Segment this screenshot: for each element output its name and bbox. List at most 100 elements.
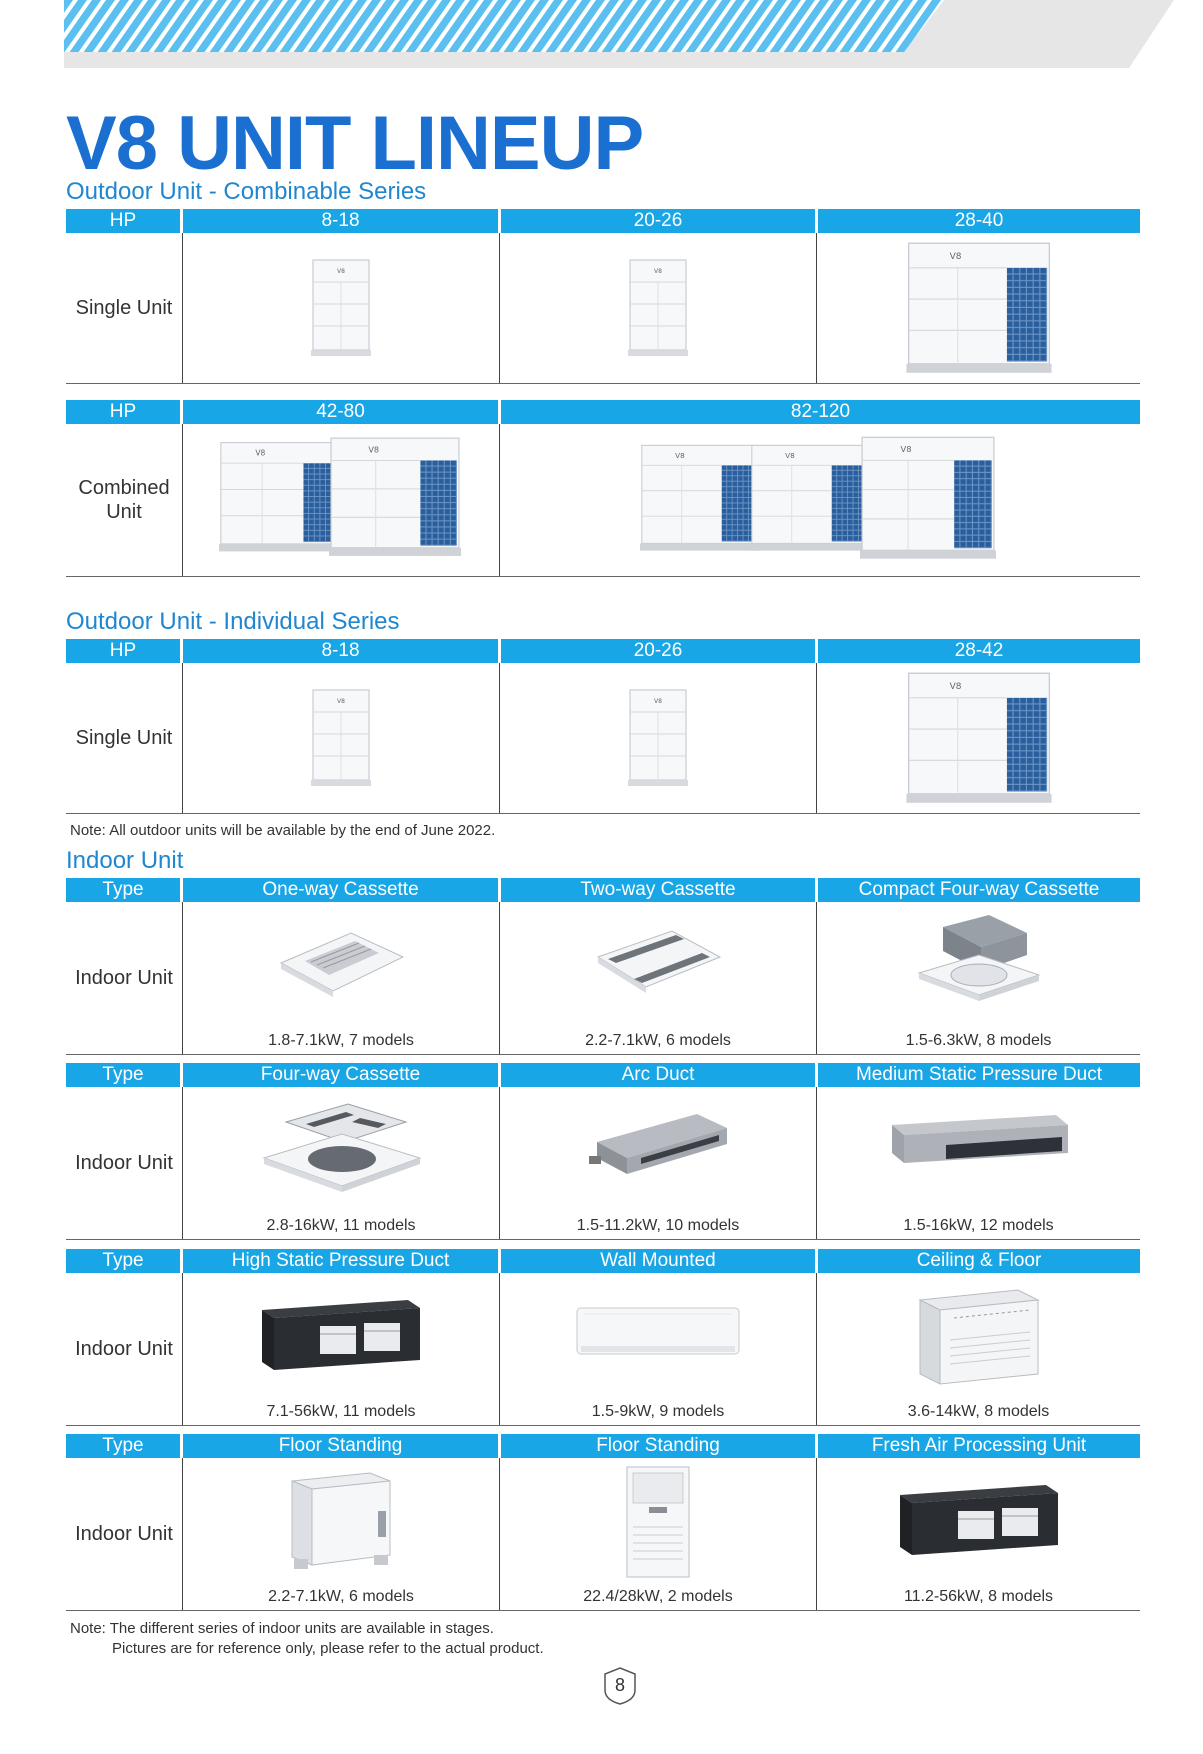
row-label-line: Unit xyxy=(106,501,142,523)
floor-standing-cabinet-image xyxy=(626,1466,690,1578)
medium-static-pressure-duct-image xyxy=(891,1115,1068,1163)
header-type: Type xyxy=(66,1063,180,1087)
one-way-cassette-image xyxy=(279,932,405,997)
page-number-badge: 8 xyxy=(602,1666,638,1706)
header-hp-range: 20-26 xyxy=(501,639,815,663)
combinable-table-single: HP 8-18 20-26 28-40 Single Unit xyxy=(66,209,1140,384)
product-image-cell xyxy=(499,424,1140,576)
header-indoor-type: Floor Standing xyxy=(501,1434,815,1458)
product-image-cell: 22.4/28kW, 2 models xyxy=(499,1458,816,1610)
spec-caption: 1.5-9kW, 9 models xyxy=(591,1403,725,1420)
row-label: Indoor Unit xyxy=(75,967,173,989)
product-image-cell xyxy=(499,233,816,383)
header-hp-range: 42-80 xyxy=(183,400,498,424)
header-hp-range: 82-120 xyxy=(501,400,1140,424)
header-indoor-type: Arc Duct xyxy=(501,1063,815,1087)
product-image-cell: 3.6-14kW, 8 models xyxy=(816,1273,1140,1425)
compact-four-way-cassette-image xyxy=(916,915,1041,1001)
page-number: 8 xyxy=(614,1675,625,1695)
header-indoor-type: Two-way Cassette xyxy=(501,878,815,902)
spec-caption: 1.8-7.1kW, 7 models xyxy=(268,1032,414,1049)
section-title-combinable: Outdoor Unit - Combinable Series xyxy=(66,178,427,205)
spec-caption: 1.5-11.2kW, 10 models xyxy=(576,1217,740,1234)
indoor-note-line: Note: The different series of indoor uni… xyxy=(70,1620,494,1637)
product-image-cell xyxy=(816,663,1140,813)
spec-caption: 11.2-56kW, 8 models xyxy=(903,1588,1054,1605)
header-type: Type xyxy=(66,878,180,902)
header-hp: HP xyxy=(66,209,180,233)
outdoor-note: Note: All outdoor units will be availabl… xyxy=(70,822,496,839)
product-image-cell xyxy=(182,233,499,383)
four-way-cassette-image xyxy=(262,1103,422,1192)
product-image-cell xyxy=(182,663,499,813)
section-title-individual: Outdoor Unit - Individual Series xyxy=(66,608,400,635)
spec-caption: 22.4/28kW, 2 models xyxy=(583,1588,733,1605)
product-image-cell xyxy=(816,233,1140,383)
header-type: Type xyxy=(66,1249,180,1273)
header-indoor-type: Fresh Air Processing Unit xyxy=(818,1434,1140,1458)
product-image-cell: 1.5-11.2kW, 10 models xyxy=(499,1087,816,1239)
header-hp: HP xyxy=(66,639,180,663)
row-label: Single Unit xyxy=(75,727,173,749)
indoor-table-row: Type Floor Standing Floor Standing Fresh… xyxy=(66,1434,1140,1611)
product-image-cell: 1.5-6.3kW, 8 models xyxy=(816,902,1140,1054)
product-image-cell: 2.2-7.1kW, 6 models xyxy=(182,1458,499,1610)
product-image-cell: 7.1-56kW, 11 models xyxy=(182,1273,499,1425)
header-indoor-type: Compact Four-way Cassette xyxy=(818,878,1140,902)
header-indoor-type: Floor Standing xyxy=(183,1434,498,1458)
header-banner xyxy=(64,0,1174,68)
wall-mounted-image xyxy=(576,1307,740,1355)
spec-caption: 1.5-6.3kW, 8 models xyxy=(905,1032,1052,1049)
row-label: Indoor Unit xyxy=(75,1523,173,1545)
spec-caption: 2.8-16kW, 11 models xyxy=(266,1217,416,1234)
outdoor-unit-image xyxy=(311,688,371,788)
arc-duct-image xyxy=(589,1114,727,1174)
spec-caption: 7.1-56kW, 11 models xyxy=(266,1403,416,1420)
floor-standing-console-image xyxy=(291,1472,391,1569)
product-image-cell: 11.2-56kW, 8 models xyxy=(816,1458,1140,1610)
product-image-cell: 1.5-9kW, 9 models xyxy=(499,1273,816,1425)
header-hp-range: 28-42 xyxy=(818,639,1140,663)
product-image-cell: 2.2-7.1kW, 6 models xyxy=(499,902,816,1054)
header-hp-range: 8-18 xyxy=(183,639,498,663)
indoor-table-row: Type One-way Cassette Two-way Cassette C… xyxy=(66,878,1140,1055)
header-indoor-type: Ceiling & Floor xyxy=(818,1249,1140,1273)
outdoor-unit-image xyxy=(906,671,1052,805)
indoor-table-row: Type Four-way Cassette Arc Duct Medium S… xyxy=(66,1063,1140,1240)
product-image-cell: 1.5-16kW, 12 models xyxy=(816,1087,1140,1239)
row-label: Single Unit xyxy=(75,297,173,319)
two-way-cassette-image xyxy=(596,930,722,993)
combinable-table-combined: HP 42-80 82-120 Combined Unit xyxy=(66,400,1140,577)
product-image-cell: 2.8-16kW, 11 models xyxy=(182,1087,499,1239)
spec-caption: 1.5-16kW, 12 models xyxy=(903,1217,1054,1234)
outdoor-unit-image xyxy=(618,258,698,358)
header-hp: HP xyxy=(66,400,180,424)
header-hp-range: 20-26 xyxy=(501,209,815,233)
spec-caption: 2.2-7.1kW, 6 models xyxy=(585,1032,731,1049)
outdoor-unit-image xyxy=(311,258,371,358)
indoor-note-line: Pictures are for reference only, please … xyxy=(112,1640,544,1657)
header-indoor-type: One-way Cassette xyxy=(183,878,498,902)
product-image-cell: 1.8-7.1kW, 7 models xyxy=(182,902,499,1054)
header-hp-range: 8-18 xyxy=(183,209,498,233)
indoor-note: Note: The different series of indoor uni… xyxy=(70,1619,544,1659)
page-title: V8 UNIT LINEUP xyxy=(66,101,644,186)
header-indoor-type: Wall Mounted xyxy=(501,1249,815,1273)
fresh-air-processing-unit-image xyxy=(899,1485,1058,1555)
row-label: Combined Unit xyxy=(66,424,182,576)
product-image-cell xyxy=(182,424,499,576)
individual-table: HP 8-18 20-26 28-42 Single Unit xyxy=(66,639,1140,814)
indoor-table-row: Type High Static Pressure Duct Wall Moun… xyxy=(66,1249,1140,1426)
combined-outdoor-units-image xyxy=(640,436,996,560)
product-image-cell xyxy=(499,663,816,813)
header-indoor-type: High Static Pressure Duct xyxy=(183,1249,498,1273)
header-indoor-type: Four-way Cassette xyxy=(183,1063,498,1087)
outdoor-unit-image xyxy=(618,688,698,788)
header-indoor-type: Medium Static Pressure Duct xyxy=(818,1063,1140,1087)
spec-caption: 2.2-7.1kW, 6 models xyxy=(268,1588,414,1605)
row-label: Indoor Unit xyxy=(75,1338,173,1360)
outdoor-unit-image xyxy=(906,241,1052,375)
row-label: Indoor Unit xyxy=(75,1152,173,1174)
header-type: Type xyxy=(66,1434,180,1458)
section-title-indoor: Indoor Unit xyxy=(66,847,184,874)
